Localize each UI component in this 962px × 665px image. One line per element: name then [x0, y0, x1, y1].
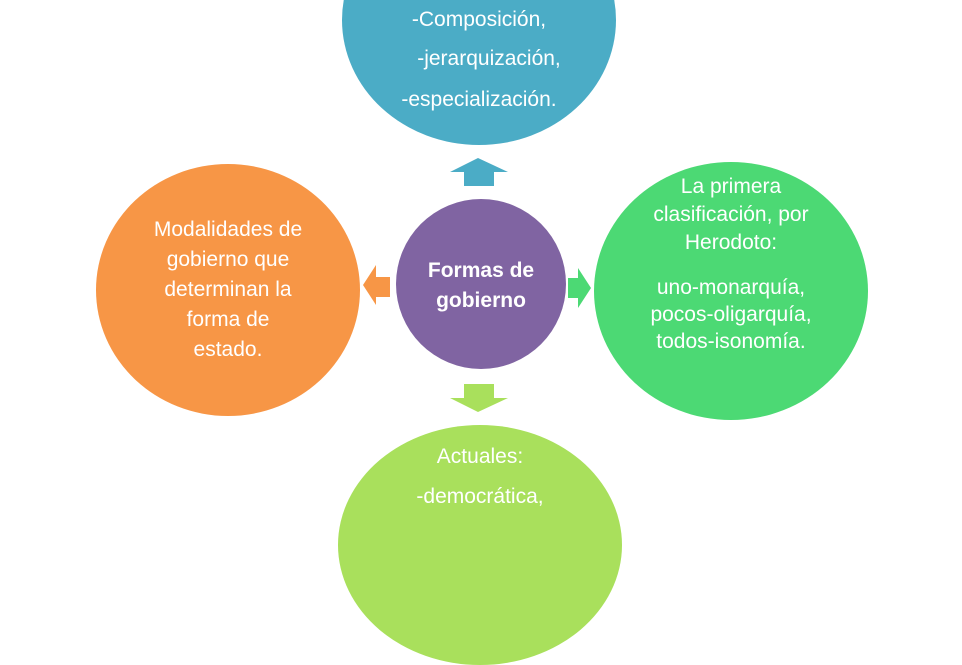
top-line-especializacion: -especialización.: [401, 88, 557, 111]
bottom-line-democratica: -democrática,: [416, 485, 544, 508]
left-line: determinan la: [164, 278, 292, 301]
center-title: Formas de gobierno: [396, 256, 566, 316]
right-line: pocos-oligarquía,: [650, 303, 812, 326]
left-line: gobierno que: [166, 248, 290, 271]
right-line: La primera: [680, 175, 782, 198]
arrows-layer: [363, 158, 591, 412]
left-line: forma de: [186, 308, 270, 331]
right-line: Herodoto:: [684, 231, 778, 254]
center-circle: [396, 199, 566, 369]
right-circle: [594, 162, 868, 420]
right-line: uno-monarquía,: [656, 276, 806, 299]
right-circle-heading: La primera clasificación, por Herodoto:: [594, 173, 868, 257]
arrow-up-icon: [450, 158, 508, 186]
left-line: estado.: [193, 338, 263, 361]
left-circle-text: Modalidades de gobierno que determinan l…: [66, 215, 390, 365]
right-line: clasificación, por: [653, 203, 809, 226]
center-title-line: Formas de: [427, 259, 535, 282]
bottom-line-actuales: Actuales:: [436, 445, 524, 468]
center-title-line: gobierno: [436, 289, 526, 312]
top-line-jerarquizacion: -jerarquización,: [417, 47, 561, 70]
arrow-right-icon: [568, 268, 591, 308]
arrow-left-icon: [363, 265, 390, 305]
right-line: todos-isonomía.: [656, 330, 806, 353]
right-circle-list: uno-monarquía, pocos-oligarquía, todos-i…: [594, 274, 868, 355]
left-circle: [96, 164, 360, 416]
left-line: Modalidades de: [153, 218, 303, 241]
top-line-composicion: -Composición,: [411, 8, 547, 31]
arrow-down-icon: [450, 384, 508, 412]
